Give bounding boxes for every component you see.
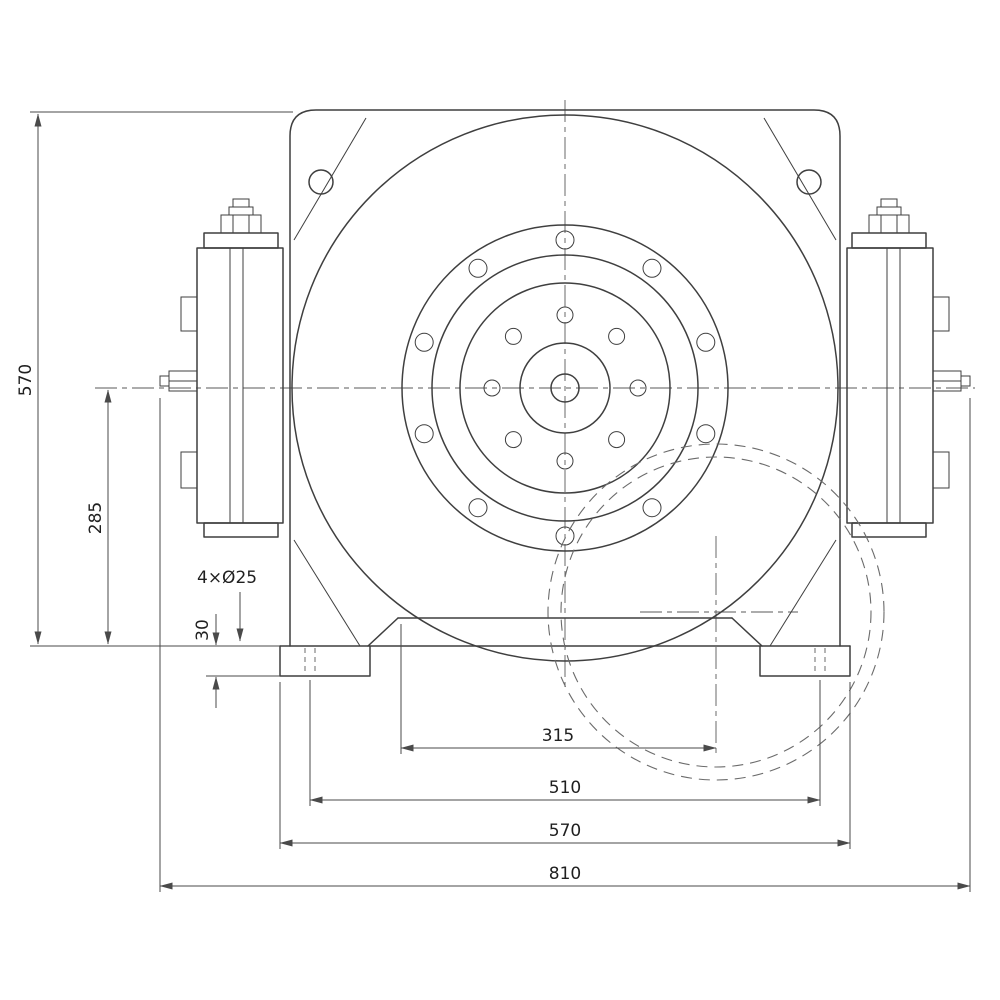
bolt-ring-inner <box>483 306 647 470</box>
sheave-inner-circle <box>560 456 872 768</box>
bolt-hole <box>642 498 662 518</box>
bolt-ring-outer <box>414 230 716 546</box>
bolt-hole <box>555 526 575 546</box>
bolt-hole <box>504 431 522 449</box>
sheave-outer-circle <box>547 443 885 781</box>
bolt-hole <box>629 379 647 397</box>
dim-overall-height-label: 570 <box>16 364 36 396</box>
bolt-hole <box>696 332 716 352</box>
machine-front-circles <box>291 114 839 662</box>
dim-centerline-height-label: 285 <box>86 502 106 534</box>
bolt-hole <box>504 327 522 345</box>
shaft-center-hole <box>550 373 580 403</box>
dim-inner-span-label: 315 <box>542 726 574 746</box>
housing-outline <box>289 109 841 647</box>
dim-hole-spacing-label: 510 <box>549 778 581 798</box>
bolt-hole <box>608 431 626 449</box>
lifting-hole-left <box>308 169 334 195</box>
brake-assembly-left <box>159 198 284 538</box>
dim-base-thickness-label: 30 <box>193 619 213 641</box>
bolt-hole <box>642 258 662 278</box>
brake-assembly-right <box>846 198 971 538</box>
base-cradle-slope-left <box>367 617 399 647</box>
bolt-hole <box>468 258 488 278</box>
traction-sheave-phantom <box>547 443 885 781</box>
bolt-hole <box>696 424 716 444</box>
housing-chamfer-top-left <box>293 117 367 241</box>
dimension-annotations: 570 285 30 4×Ø25 315 510 570 810 <box>16 111 971 892</box>
lifting-hole-right <box>796 169 822 195</box>
bolt-hole <box>556 306 574 324</box>
foot-right <box>759 645 851 677</box>
housing-chamfer-top-right <box>763 117 837 241</box>
centerlines <box>95 100 975 754</box>
shaft-hub-circle <box>519 342 611 434</box>
bolt-hole <box>414 424 434 444</box>
bearing-housing-circle <box>459 282 671 494</box>
bolt-hole <box>556 452 574 470</box>
base-cradle-slope-right <box>731 617 763 647</box>
bolt-hole <box>608 327 626 345</box>
dim-overall-width-label: 810 <box>549 864 581 884</box>
bolt-hole <box>468 498 488 518</box>
motor-housing <box>289 109 841 647</box>
foot-left <box>279 645 371 677</box>
flange-outer-circle <box>401 224 729 552</box>
housing-outer-circle <box>291 114 839 662</box>
housing-chamfer-bottom-left <box>293 539 361 647</box>
hole-callout-label: 4×Ø25 <box>197 568 257 588</box>
flange-inner-circle <box>431 254 699 522</box>
bolt-hole <box>555 230 575 250</box>
bolt-hole <box>414 332 434 352</box>
bolt-hole <box>483 379 501 397</box>
dim-base-width-label: 570 <box>549 821 581 841</box>
housing-chamfer-bottom-right <box>769 539 837 647</box>
